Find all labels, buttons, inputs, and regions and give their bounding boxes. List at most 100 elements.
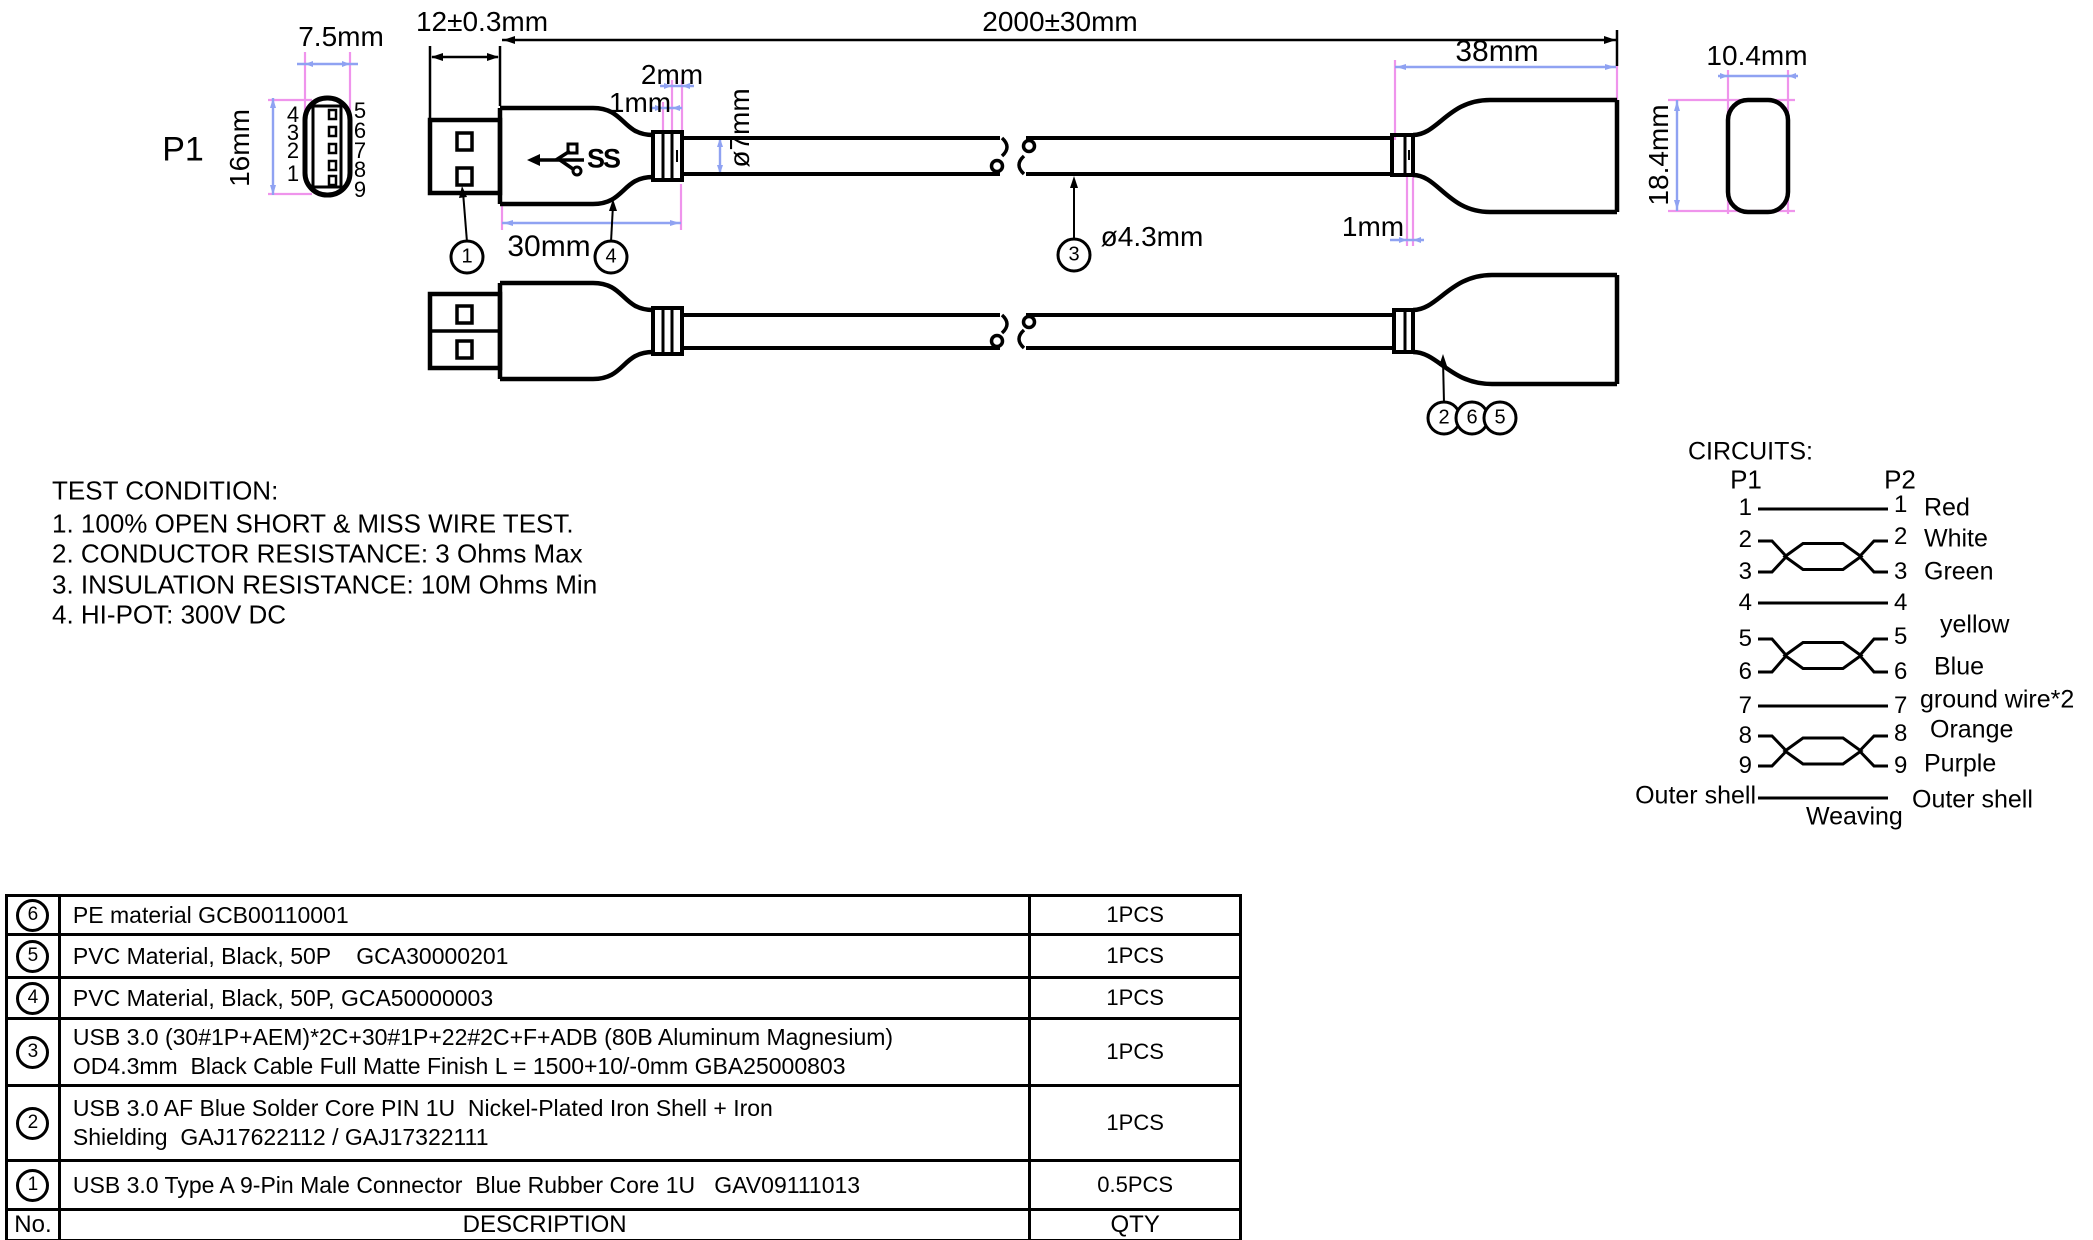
outer-shell-right-label: Outer shell [1912, 785, 2033, 814]
circuit-pin-left-3: 3 [1738, 558, 1752, 585]
usb-logo [527, 142, 584, 177]
bom-no: 3 [27, 1041, 39, 1062]
circuit-pin-right-9: 9 [1894, 752, 1908, 779]
circuit-pin-right-4: 4 [1894, 589, 1908, 616]
table-footer-row: No. DESCRIPTION QTY [5, 1208, 1242, 1240]
dim-30mm: 30mm [507, 230, 591, 263]
bom-no: 6 [27, 904, 39, 925]
wire-color-ground: ground wire*2 [1920, 685, 2075, 714]
wire-color-white: White [1924, 524, 1988, 553]
callout-balloon-3: 3 [1056, 237, 1092, 273]
circuit-pin-right-6: 6 [1894, 658, 1908, 685]
usb-plug-view1 [427, 105, 684, 207]
bom-qty: 1PCS [1106, 1110, 1164, 1135]
wire-color-purple: Purple [1924, 749, 1997, 778]
bom-description-line2: OD4.3mm Black Cable Full Matte Finish L … [72, 1053, 846, 1079]
table-row: 2 USB 3.0 AF Blue Solder Core PIN 1U Nic… [5, 1084, 1242, 1162]
callout-2-number: 2 [1438, 406, 1450, 429]
bom-description: PVC Material, Black, 50P GCA30000201 [72, 942, 509, 969]
p1-cross-section [302, 95, 353, 198]
dim-2000mm: 2000±30mm [982, 6, 1138, 37]
usb-ss-logo-text: SS [586, 143, 621, 174]
circuit-pin-left-2: 2 [1738, 526, 1752, 553]
circuit-pin-left-4: 4 [1738, 589, 1752, 616]
cable-view2 [682, 313, 1394, 350]
circuit-pin-left-8: 8 [1738, 722, 1752, 749]
circuit-pin-left-9: 9 [1738, 752, 1752, 779]
dim-18-4mm: 18.4mm [1643, 104, 1674, 206]
receptacle-end-face [1725, 97, 1791, 215]
test-condition-2: 2. CONDUCTOR RESISTANCE: 3 Ohms Max [52, 538, 583, 569]
callout-balloon-6: 6 [1454, 400, 1490, 436]
wire-color-blue: Blue [1934, 652, 1985, 681]
weaving-label: Weaving [1806, 802, 1903, 831]
table-row: 4 PVC Material, Black, 50P, GCA50000003 … [5, 976, 1242, 1020]
wire-color-green: Green [1924, 557, 1994, 586]
circuits-p2-header: P2 [1884, 464, 1916, 495]
pin-label-7: 7 [353, 138, 367, 163]
table-row: 1 USB 3.0 Type A 9-Pin Male Connector Bl… [5, 1159, 1242, 1211]
bom-footer-qty: QTY [1110, 1211, 1160, 1238]
bom-qty: 1PCS [1106, 1039, 1164, 1064]
pin-label-8: 8 [353, 157, 367, 182]
circuit-pin-right-8: 8 [1894, 720, 1908, 747]
callout-balloon-4: 4 [593, 239, 629, 275]
circuit-pin-left-6: 6 [1738, 658, 1752, 685]
circuit-pin-right-3: 3 [1894, 558, 1908, 585]
bom-description-line1: USB 3.0 (30#1P+AEM)*2C+30#1P+22#2C+F+ADB… [72, 1024, 894, 1050]
p1-view-label: P1 [162, 130, 204, 169]
pin-label-9: 9 [353, 177, 367, 202]
bom-footer-description: DESCRIPTION [462, 1211, 627, 1238]
dim-12mm: 12±0.3mm [415, 6, 549, 37]
table-row: 6 PE material GCB00110001 1PCS [5, 894, 1242, 936]
pin-label-2: 2 [286, 138, 300, 163]
wire-color-red: Red [1924, 493, 1970, 522]
bom-no: 1 [27, 1174, 39, 1195]
wire-color-orange: Orange [1930, 715, 2014, 744]
dim-7-5mm: 7.5mm [298, 21, 384, 52]
bom-balloon-2: 2 [16, 1106, 50, 1140]
dim-o4-3mm: ø4.3mm [1100, 221, 1204, 252]
callout-5-number: 5 [1494, 406, 1506, 429]
test-condition-4: 4. HI-POT: 300V DC [52, 599, 287, 630]
bom-qty: 1PCS [1106, 985, 1164, 1010]
dim-1mm-left: 1mm [608, 87, 672, 118]
bom-balloon-1: 1 [16, 1168, 50, 1202]
callout-balloon-5: 5 [1482, 400, 1518, 436]
bom-qty: 1PCS [1106, 902, 1164, 927]
bom-qty: 1PCS [1106, 943, 1164, 968]
bom-description-line1: USB 3.0 AF Blue Solder Core PIN 1U Nicke… [72, 1095, 773, 1121]
table-row: 5 PVC Material, Black, 50P GCA30000201 1… [5, 933, 1242, 979]
dim-1mm-right: 1mm [1341, 211, 1405, 242]
circuit-pin-left-7: 7 [1738, 692, 1752, 719]
circuits-p1-header: P1 [1730, 464, 1762, 495]
bom-description: PE material GCB00110001 [72, 901, 349, 928]
test-condition-1: 1. 100% OPEN SHORT & MISS WIRE TEST. [52, 508, 574, 539]
circuit-pin-right-7: 7 [1894, 692, 1908, 719]
pin-label-6: 6 [353, 118, 367, 143]
bom-no: 2 [27, 1112, 39, 1133]
dim-10-4mm: 10.4mm [1706, 40, 1808, 71]
circuit-pin-left-5: 5 [1738, 625, 1752, 652]
pin-label-5: 5 [353, 98, 367, 123]
circuits-title: CIRCUITS: [1688, 437, 1813, 466]
test-conditions-title: TEST CONDITION: [52, 475, 279, 506]
bom-balloon-3: 3 [16, 1035, 50, 1069]
circuit-pin-left-1: 1 [1738, 494, 1752, 521]
bom-balloon-4: 4 [16, 981, 50, 1015]
callout-balloon-2: 2 [1426, 400, 1462, 436]
wire-color-yellow: yellow [1940, 610, 2010, 639]
callout-6-number: 6 [1466, 406, 1478, 429]
callout-4-number: 4 [605, 245, 617, 268]
usb-receptacle-view2 [1392, 272, 1620, 387]
table-row: 3 USB 3.0 (30#1P+AEM)*2C+30#1P+22#2C+F+A… [5, 1017, 1242, 1087]
bom-description-line2: Shielding GAJ17622112 / GAJ17322111 [72, 1124, 489, 1150]
bom-description: PVC Material, Black, 50P, GCA50000003 [72, 984, 494, 1011]
bom-no: 4 [27, 987, 39, 1008]
dim-16mm: 16mm [224, 109, 255, 187]
extension-lines [268, 52, 1795, 246]
bom-table: 6 PE material GCB00110001 1PCS 5 PVC Mat… [5, 894, 1242, 1240]
dim-38mm: 38mm [1455, 35, 1539, 68]
test-condition-3: 3. INSULATION RESISTANCE: 10M Ohms Min [52, 569, 598, 600]
